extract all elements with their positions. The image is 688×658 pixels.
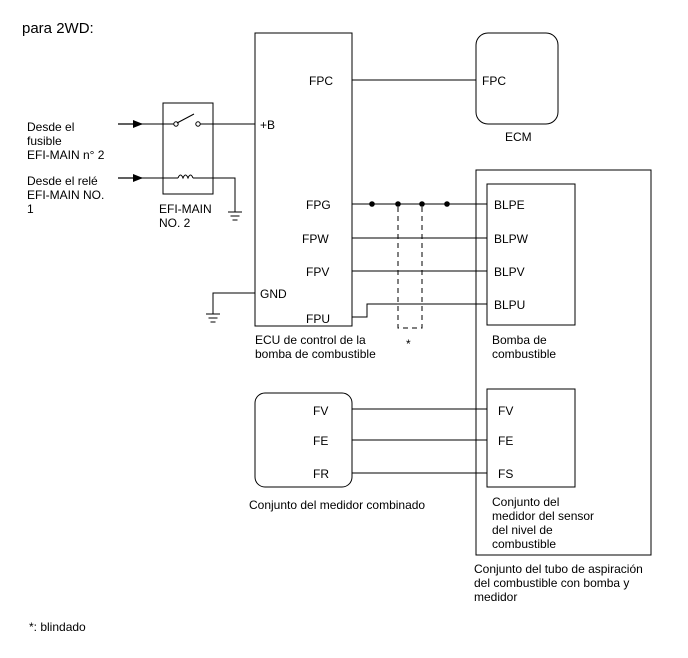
relay-source-label: Desde el relé EFI-MAIN NO. 1 <box>27 174 104 216</box>
ecm-label: ECM <box>505 130 532 144</box>
svg-text:EFI-MAIN NO.: EFI-MAIN NO. <box>27 188 104 202</box>
svg-text:fusible: fusible <box>27 134 62 148</box>
svg-text:Desde el relé: Desde el relé <box>27 174 98 188</box>
ecu-label-line2: bomba de combustible <box>255 347 376 361</box>
tube-assembly-label-line3: medidor <box>474 590 517 604</box>
meter-pin-fr: FR <box>313 467 329 481</box>
fuel-suction-tube-assembly-box <box>475 169 652 556</box>
ecu-pin-fpv: FPV <box>306 265 329 279</box>
shield-mark: * <box>406 337 411 351</box>
tube-assembly-label: Conjunto del tubo de aspiración <box>474 562 643 576</box>
shield-icon <box>369 201 450 329</box>
fuse-source-label: Desde el fusible EFI-MAIN n° 2 <box>27 120 105 162</box>
sender-gauge-box <box>486 388 576 488</box>
relay-coil-icon <box>177 174 194 180</box>
ground-icon <box>206 313 220 323</box>
tube-assembly-label-line2: del combustible con bomba y <box>474 576 629 590</box>
ground-icon <box>228 211 242 221</box>
ecu-pin-fpu: FPU <box>306 312 330 326</box>
wire-ecu-gnd <box>212 292 255 314</box>
meter-pin-fv: FV <box>313 404 328 418</box>
gauge-pin-fv: FV <box>498 404 513 418</box>
ecu-pin-fpc: FPC <box>309 74 333 88</box>
fuel-pump-ecu-box <box>254 32 353 327</box>
efi-main-relay <box>162 102 214 195</box>
pump-pin-blpe: BLPE <box>494 198 525 212</box>
gauge-pin-fe: FE <box>498 434 513 448</box>
svg-text:EFI-MAIN n° 2: EFI-MAIN n° 2 <box>27 148 105 162</box>
ecm-box <box>475 32 559 125</box>
pump-pin-blpw: BLPW <box>494 232 529 246</box>
gauge-label-line3: del nivel de <box>492 523 553 537</box>
ecu-pin-fpw: FPW <box>302 232 329 246</box>
ecu-label: ECU de control de la <box>255 333 366 347</box>
svg-text:1: 1 <box>27 202 34 216</box>
gauge-label: Conjunto del <box>492 495 559 509</box>
wire-fpu-blpu <box>352 303 487 318</box>
wire-relay-coil-ground <box>213 177 236 212</box>
meter-label: Conjunto del medidor combinado <box>249 498 425 512</box>
ecu-pin-b: +B <box>260 118 275 132</box>
relay-switch-contact <box>176 113 195 124</box>
footnote: *: blindado <box>29 620 86 634</box>
meter-pin-fe: FE <box>313 434 328 448</box>
gauge-pin-fs: FS <box>498 467 513 481</box>
gauge-label-line4: combustible <box>492 537 556 551</box>
svg-text:Desde el: Desde el <box>27 120 74 134</box>
gauge-label-line2: medidor del sensor <box>492 509 594 523</box>
page-title: para 2WD: <box>22 20 94 37</box>
ecu-pin-gnd: GND <box>260 287 287 301</box>
pump-pin-blpv: BLPV <box>494 265 525 279</box>
relay-label: EFI-MAIN <box>159 202 212 216</box>
pump-pin-blpu: BLPU <box>494 298 525 312</box>
ecu-pin-fpg: FPG <box>306 198 331 212</box>
fuel-pump-box <box>486 183 576 326</box>
pump-label-line2: combustible <box>492 347 556 361</box>
ecm-pin-fpc: FPC <box>482 74 506 88</box>
relay-label-line2: NO. 2 <box>159 216 191 230</box>
pump-label: Bomba de <box>492 333 547 347</box>
combination-meter-box <box>254 392 353 488</box>
